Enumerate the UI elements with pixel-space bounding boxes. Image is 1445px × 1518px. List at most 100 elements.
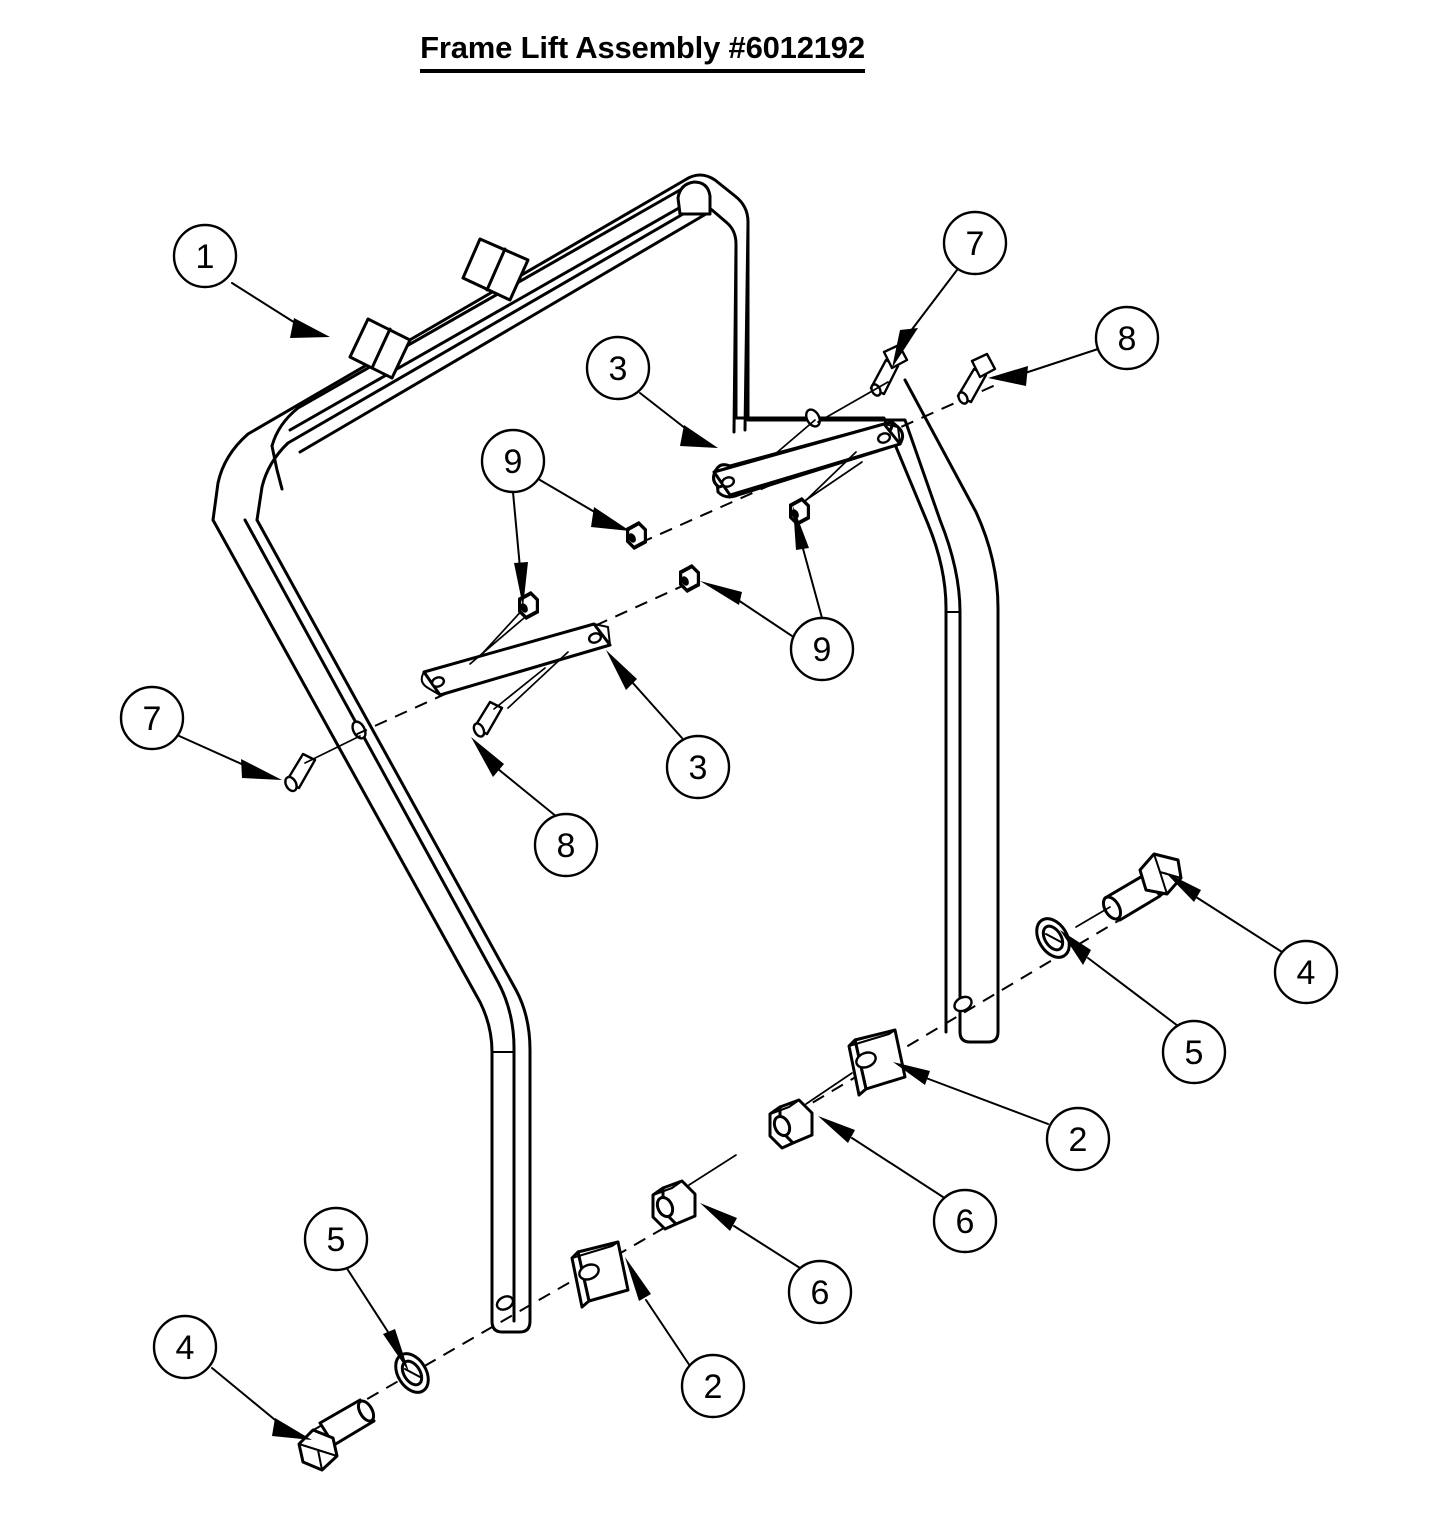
- bolt-small-lower: [472, 667, 546, 738]
- plate-square-right: [847, 1028, 907, 1097]
- frame-hole-left-bottom: [495, 1295, 515, 1311]
- centerlines: [309, 382, 1171, 1433]
- balloon-3-lower[interactable]: 3: [665, 734, 731, 800]
- balloon-callouts: 1 7 8 3 9 9 3 7: [119, 210, 1339, 1419]
- leader-5-right: [1087, 957, 1179, 1027]
- balloon-6-right-label: 6: [956, 1203, 975, 1241]
- balloon-4-left-label: 4: [176, 1329, 195, 1367]
- frame-outer-rail: [211, 173, 750, 522]
- leader-7-upper-right: [909, 269, 958, 333]
- arrowhead-4-left: [272, 1418, 312, 1440]
- frame-right-leg-outer: [746, 220, 1000, 1044]
- frame-brace-connector-lower: [348, 317, 412, 380]
- leader-9a-2: [512, 491, 521, 569]
- bracket-plate-upper: [712, 419, 905, 509]
- balloon-8-right[interactable]: 8: [1094, 305, 1160, 371]
- leader-1: [231, 282, 301, 327]
- leader-7-left: [176, 734, 247, 767]
- arrowhead-7-upper-right: [892, 328, 918, 368]
- arrowhead-5-right: [1060, 930, 1091, 965]
- balloon-4-right-label: 4: [1297, 954, 1316, 992]
- balloon-3-upper-label: 3: [609, 350, 628, 388]
- leader-3-lower: [631, 681, 683, 739]
- plate-square-left: [570, 1240, 630, 1309]
- nut-hex-lower: [651, 1154, 737, 1231]
- balloon-7-left[interactable]: 7: [119, 685, 185, 751]
- arrowhead-8-right: [988, 366, 1028, 386]
- leader-3-upper: [639, 392, 691, 433]
- arrowhead-8-lower: [471, 737, 504, 777]
- leader-lines: [176, 269, 1283, 1440]
- balloon-5-right[interactable]: 5: [1161, 1019, 1227, 1085]
- balloon-9-upper-left[interactable]: 9: [480, 428, 546, 494]
- balloon-1-label: 1: [196, 238, 215, 276]
- leader-2-right: [925, 1077, 1049, 1125]
- bracket-plate-lower: [420, 606, 612, 709]
- frame-left-leg-inner: [243, 518, 516, 1323]
- frame-hole-right-bottom: [953, 995, 973, 1013]
- leader-9a-1: [539, 479, 599, 515]
- centerline-lower-bracket: [354, 577, 701, 736]
- frame-third-rail: [270, 444, 284, 491]
- balloon-9-upper-right[interactable]: 9: [789, 616, 855, 682]
- balloon-8-lower-label: 8: [557, 827, 576, 865]
- balloon-7-upper-right-label: 7: [966, 225, 985, 263]
- nut-upper-left: [626, 521, 647, 550]
- centerline-right-bottom: [774, 889, 1171, 1126]
- balloon-5-right-label: 5: [1185, 1034, 1204, 1072]
- nut-hex-right: [768, 1072, 853, 1150]
- bolt-hex-left: [297, 1398, 376, 1472]
- balloon-4-left[interactable]: 4: [152, 1314, 218, 1380]
- leader-6-lower: [733, 1225, 801, 1269]
- centerline-left-bottom: [309, 1212, 691, 1433]
- bolt-small-left: [284, 735, 361, 793]
- arrowhead-7-left: [241, 759, 282, 780]
- frame-right-leg-inner: [734, 242, 948, 1034]
- frame-left-leg-outer: [211, 518, 532, 1334]
- leader-4-left: [211, 1367, 281, 1425]
- leader-4-right: [1195, 896, 1283, 953]
- arrowhead-9a-1: [591, 507, 630, 531]
- nut-lower-right: [679, 564, 700, 593]
- frame-cross-brace-upper: [288, 194, 702, 432]
- frame-third-rail-b: [270, 188, 682, 448]
- frame-assembly: [211, 173, 1000, 1334]
- frame-peak-cap: [676, 180, 712, 216]
- frame-brace-connector-upper: [461, 237, 530, 302]
- bolt-small-upper-right: [817, 343, 909, 423]
- balloon-2-left[interactable]: 2: [680, 1353, 746, 1419]
- arrowhead-2-left: [625, 1257, 651, 1301]
- balloon-2-right-label: 2: [1069, 1121, 1088, 1159]
- balloon-2-left-label: 2: [704, 1368, 723, 1406]
- leader-5-left: [345, 1266, 391, 1336]
- balloon-7-left-label: 7: [143, 700, 162, 738]
- arrowhead-3-lower: [606, 650, 637, 690]
- leader-8-lower: [497, 768, 558, 818]
- frame-cross-brace-lower: [298, 212, 708, 454]
- washer-left: [394, 1352, 430, 1394]
- leader-8-right: [1021, 348, 1099, 375]
- balloon-6-lower-label: 6: [811, 1274, 830, 1312]
- balloon-9-upper-right-label: 9: [813, 631, 832, 669]
- balloon-8-lower[interactable]: 8: [533, 812, 599, 878]
- arrowhead-9a-2: [514, 562, 528, 607]
- arrowhead-1: [290, 318, 330, 338]
- balloon-2-right[interactable]: 2: [1045, 1106, 1111, 1172]
- leader-6-right: [851, 1137, 944, 1198]
- frame-hole-right-upper: [805, 408, 821, 428]
- balloon-6-right[interactable]: 6: [932, 1188, 998, 1254]
- balloon-5-left-label: 5: [327, 1221, 346, 1259]
- balloon-4-right[interactable]: 4: [1273, 939, 1339, 1005]
- leader-2-left: [645, 1299, 693, 1370]
- arrowhead-5-left: [383, 1329, 409, 1372]
- balloon-5-left[interactable]: 5: [303, 1206, 369, 1272]
- balloon-6-lower[interactable]: 6: [787, 1259, 853, 1325]
- balloon-7-upper-right[interactable]: 7: [942, 210, 1008, 276]
- balloon-3-upper[interactable]: 3: [585, 335, 651, 401]
- arrowhead-9b-1: [793, 506, 809, 550]
- balloon-1[interactable]: 1: [172, 223, 238, 289]
- arrowhead-2-right: [893, 1062, 930, 1085]
- arrowhead-6-right: [818, 1116, 855, 1143]
- bolt-hex-right: [1075, 852, 1183, 928]
